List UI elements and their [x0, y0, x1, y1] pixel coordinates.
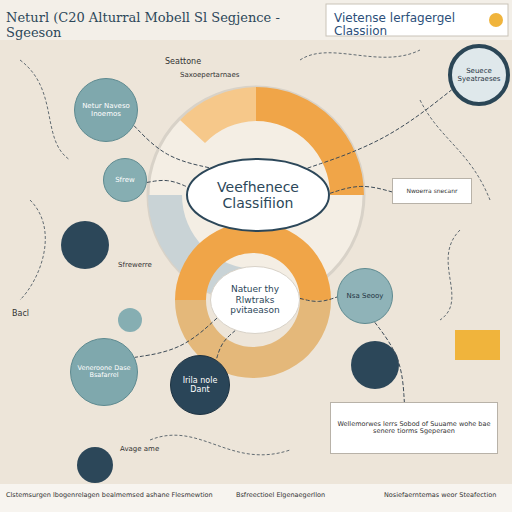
topic-circle: Veneroone Dase Bsafarrel — [70, 338, 138, 406]
node-text: Nsa Seooy — [343, 292, 388, 300]
connector — [375, 322, 405, 402]
node-text: Wellemorwes lerrs Sobod of Suuame wohe b… — [330, 421, 498, 436]
header-band — [0, 0, 512, 40]
connector — [135, 318, 217, 357]
topic-circle: Seuece Syeatraeses — [448, 44, 510, 106]
dark-circle — [351, 341, 399, 389]
connector — [330, 186, 392, 193]
title: Neturl (C20 Alturral Mobell Sl Segjence … — [6, 10, 322, 40]
topic-circle: Veefhenece Classifiion — [186, 158, 330, 232]
topic-circle: Irila nole Dant — [170, 355, 230, 415]
topic-circle: Natuer thy Rlwtraks pvitaeason — [210, 266, 300, 334]
footer-band — [0, 484, 512, 512]
outline-shape — [338, 269, 393, 324]
node-text: Natuer thy Rlwtraks pvitaeason — [210, 284, 300, 315]
outline-shape — [71, 339, 138, 406]
dark-circle — [61, 221, 109, 269]
note-label: Bacl — [12, 310, 62, 319]
node-text: Netur Naveso Inoemos — [74, 102, 138, 118]
text-box: Nwoerra snecanr — [392, 178, 472, 204]
outline-shape — [331, 403, 498, 454]
connector — [134, 126, 209, 168]
text-box: Wellemorwes lerrs Sobod of Suuame wohe b… — [330, 402, 498, 454]
node-text: Seuece Syeatraeses — [448, 67, 510, 83]
note-label: Bsfreectioel Elgenaegerllon — [236, 492, 376, 499]
note-label: Avage ame — [120, 446, 200, 454]
info-icon — [489, 13, 503, 27]
node-text: Nwoerra snecanr — [402, 188, 461, 195]
connector — [147, 180, 188, 187]
node-text: Veneroone Dase Bsafarrel — [70, 365, 138, 380]
dark-circle — [77, 447, 113, 483]
note-label: Vietense lerfagergel Classiion — [334, 12, 484, 38]
note-label: Sfrewerre — [118, 262, 198, 270]
outline-shape — [211, 267, 300, 334]
light-segment — [180, 87, 256, 143]
connector — [307, 90, 451, 168]
outline-shape — [187, 159, 329, 231]
topic-circle: Nsa Seooy — [337, 268, 393, 324]
outline-shape — [171, 356, 230, 415]
topic-circle: Netur Naveso Inoemos — [74, 78, 138, 142]
connector — [300, 297, 337, 301]
node-text: Irila nole Dant — [170, 376, 230, 394]
outline-shape — [104, 159, 147, 202]
outline-shape — [393, 179, 472, 204]
outline-shape — [75, 79, 138, 142]
small-circle — [118, 308, 142, 332]
note-label: Saxoepertarnaes — [180, 72, 280, 80]
folder-icon — [455, 330, 500, 360]
wire — [20, 50, 490, 455]
connector — [216, 331, 235, 360]
node-text: Sfrew — [111, 176, 139, 184]
topic-circle: Sfrew — [103, 158, 147, 202]
note-label: Clstemsurgen lbogenrelagen bealmemsed as… — [6, 492, 226, 499]
note-label: Nosiefaerntemas weor Steafection — [384, 492, 510, 499]
node-text: Veefhenece Classifiion — [186, 179, 330, 211]
note-label: Seattone — [165, 58, 245, 67]
